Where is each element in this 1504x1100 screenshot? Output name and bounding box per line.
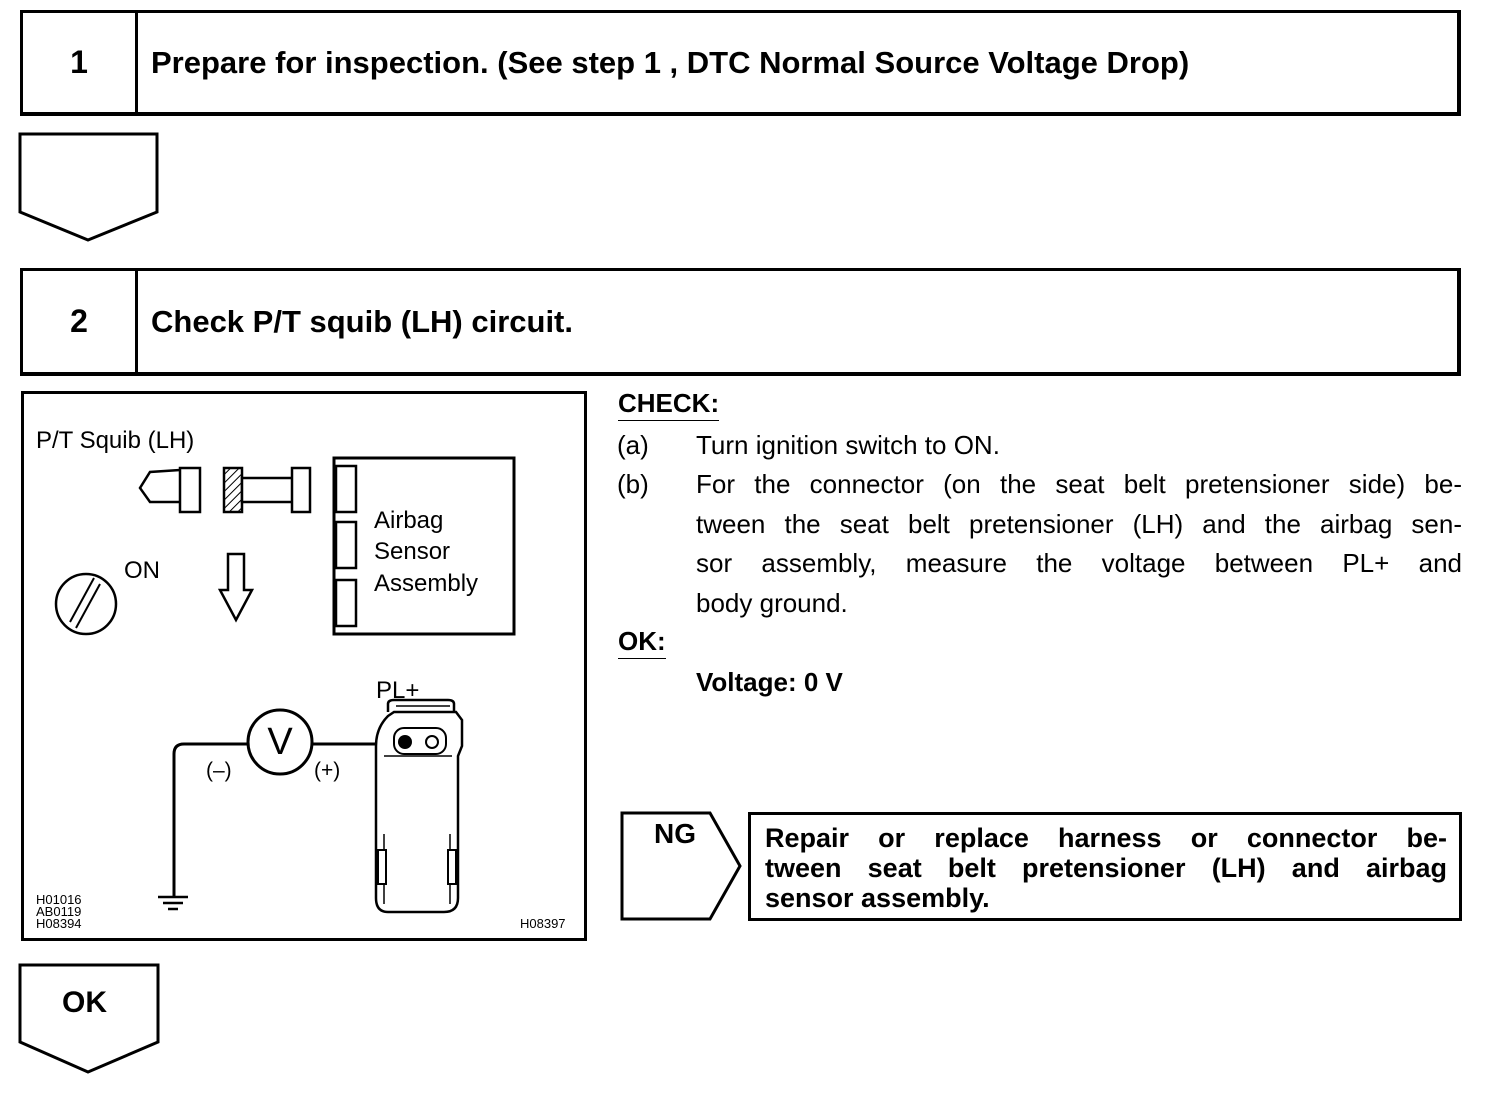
- check-item-marker: (a): [617, 430, 649, 460]
- positive-terminal-label: (+): [314, 759, 341, 782]
- negative-terminal-label: (–): [206, 759, 232, 782]
- ng-arrow-icon: [620, 811, 742, 921]
- figure-code: H08394: [36, 916, 82, 931]
- airbag-label-line3: Assembly: [374, 570, 479, 597]
- step-title: Check P/T squib (LH) circuit.: [151, 303, 573, 339]
- repair-line: sensor assembly.: [765, 883, 990, 913]
- ok-voltage-spec: Voltage: 0 V: [696, 667, 843, 697]
- airbag-label-line2: Sensor: [374, 538, 451, 565]
- figure-code: H08397: [520, 916, 566, 931]
- continue-arrow-icon: [18, 132, 159, 242]
- inspection-diagram: P/T Squib (LH): [21, 391, 587, 941]
- check-item-text: For the connector (on the seat belt pret…: [696, 465, 1462, 623]
- figure-code: H01016: [36, 892, 82, 907]
- diagram-title: P/T Squib (LH): [36, 427, 195, 454]
- step-1-header: 1 Prepare for inspection. (See step 1 , …: [20, 10, 1461, 116]
- on-label: ON: [124, 557, 160, 584]
- step-2-header: 2 Check P/T squib (LH) circuit.: [20, 268, 1461, 376]
- step-number: 2: [23, 271, 138, 372]
- figure-code: AB0119: [36, 904, 82, 919]
- airbag-label-line1: Airbag: [374, 507, 444, 534]
- check-item-line: tween the seat belt pretensioner (LH) an…: [696, 508, 1462, 539]
- check-heading: CHECK:: [618, 386, 720, 421]
- check-item-text: Turn ignition switch to ON.: [696, 430, 1000, 460]
- ok-arrow-icon: [18, 963, 160, 1074]
- check-item-line: body ground.: [696, 587, 848, 618]
- ng-label: NG: [654, 818, 696, 849]
- ng-repair-instruction: Repair or replace harness or connector b…: [748, 812, 1462, 921]
- voltmeter-symbol: V: [267, 721, 293, 763]
- pl-plus-label: PL+: [376, 677, 420, 704]
- ok-label: OK: [62, 986, 107, 1019]
- check-item-line: sor assembly, measure the voltage betwee…: [696, 548, 1462, 578]
- step-title: Prepare for inspection. (See step 1 , DT…: [151, 44, 1190, 80]
- check-item-marker: (b): [617, 469, 649, 499]
- repair-line: tween seat belt pretensioner (LH) and ai…: [765, 853, 1447, 883]
- connector-illustration: [54, 456, 516, 914]
- repair-line: Repair or replace harness or connector b…: [765, 823, 1447, 853]
- check-item-line: For the connector (on the seat belt pret…: [696, 469, 1462, 499]
- ok-heading: OK:: [618, 624, 666, 659]
- step-number: 1: [23, 13, 138, 112]
